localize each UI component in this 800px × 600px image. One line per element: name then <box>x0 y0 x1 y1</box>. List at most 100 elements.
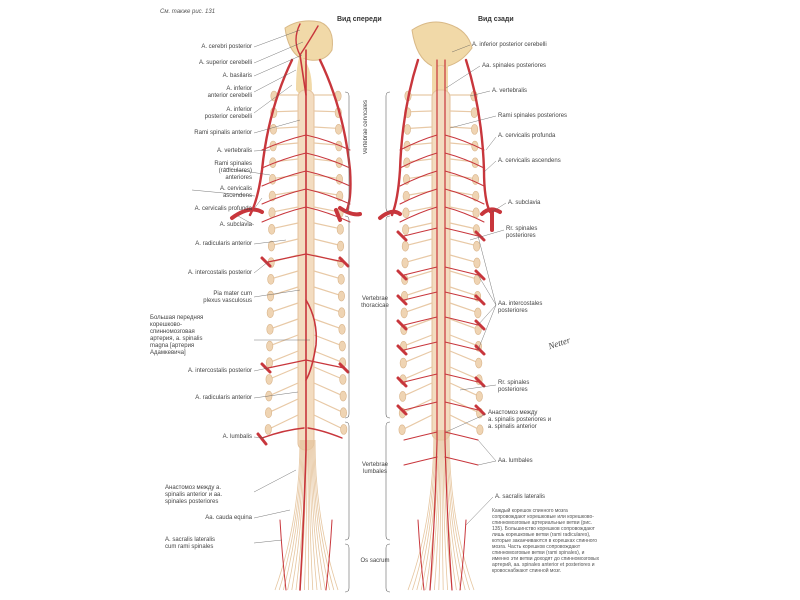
front-cauda-strand <box>308 439 314 591</box>
nerve-root-left <box>406 254 433 263</box>
leader-line-fan <box>477 235 497 306</box>
intercostal-back-stub-left <box>396 294 408 306</box>
label-vertebrae-lumbales: Vertebrae lumbales <box>361 462 389 475</box>
spinal-ganglion-left <box>268 224 276 235</box>
front-cauda-strand <box>312 439 330 591</box>
leader-line-right <box>469 229 505 241</box>
vertebra-brackets <box>344 91 391 593</box>
radicular-branch-back-right <box>444 188 485 205</box>
spinal-ganglion-left <box>403 124 411 135</box>
right-label-9: Aa. intercostales posteriores <box>498 301 543 314</box>
nerve-root-right <box>313 366 342 379</box>
nerve-root-left <box>405 350 433 363</box>
nerve-root-left <box>270 366 299 379</box>
right-label-1: A. inferior posterior cerebelli <box>472 42 547 48</box>
intercostal-back-right <box>444 373 479 383</box>
intercostal-back-stub-right <box>474 294 486 306</box>
back-cauda-strand <box>448 429 475 591</box>
leader-lines <box>191 29 507 544</box>
artery-of-adamkiewicz <box>305 299 318 381</box>
anterior-spinal-artery <box>299 49 307 591</box>
intercostal-back-left <box>403 373 438 383</box>
left-label-4: A. inferior anterior cerebelli <box>207 86 252 99</box>
spinal-ganglion-right <box>470 107 478 118</box>
spinal-ganglion-left <box>267 240 275 252</box>
intercostal-front-stub-left <box>260 256 272 268</box>
left-label-14: Pia mater cum plexus vasculosus <box>203 291 252 304</box>
spinal-ganglion-right <box>475 391 483 402</box>
spinal-ganglion-right <box>335 140 343 152</box>
front-cauda-strand <box>304 439 308 591</box>
bracket-thoracic-right <box>385 215 391 419</box>
spinal-ganglion-right <box>474 307 482 319</box>
intercostal-back-stub-left <box>396 376 408 388</box>
back-brainstem <box>411 21 473 95</box>
radicular-branch-back-left <box>399 206 438 223</box>
nerve-root-left <box>272 270 299 279</box>
spinal-ganglion-left <box>400 307 408 319</box>
radicular-branch-back-left <box>399 152 438 169</box>
spinal-ganglion-left <box>266 340 274 352</box>
nerve-root-left <box>275 110 299 113</box>
intercostal-back-stub-right <box>474 230 486 242</box>
radicular-branch-front-left <box>261 134 307 151</box>
figure-reference: См. также рис. 131 <box>160 9 216 15</box>
front-cauda-strand <box>283 439 303 591</box>
radicular-branch-back-left <box>399 170 438 187</box>
back-cauda-strand <box>412 429 436 591</box>
intercostal-front-left <box>267 359 307 369</box>
spinal-ganglion-right <box>337 240 345 252</box>
nerve-root-left <box>271 318 299 329</box>
spinal-ganglion-right <box>340 424 348 435</box>
left-label-7: A. vertebralis <box>216 148 252 154</box>
leader-line-left <box>253 119 301 134</box>
left-label-5: A. inferior posterior cerebelli <box>204 107 252 120</box>
back-cauda-strand <box>438 429 442 591</box>
nerve-root-left <box>275 126 299 129</box>
bracket-cervical-right <box>385 91 391 213</box>
intercostal-front-stub-left <box>260 362 272 374</box>
posterior-spinal-artery-right <box>444 59 453 591</box>
back-spinal-cord <box>431 89 451 441</box>
nerve-root-left <box>270 382 299 396</box>
nerve-root-left <box>407 222 433 230</box>
intercostal-back-right <box>444 291 479 301</box>
nerve-root-left <box>404 398 433 413</box>
intercostal-front-stub-right <box>338 256 350 268</box>
leader-line-right <box>445 65 481 89</box>
leader-line-left <box>191 189 256 197</box>
leader-line-fan <box>477 460 497 466</box>
radicular-branch-front-right <box>305 188 351 205</box>
spinal-ganglion-left <box>265 407 273 419</box>
explanatory-note: Каждый корешок спинного мозга сопровожда… <box>492 508 600 574</box>
spinal-ganglion-right <box>473 240 481 252</box>
leader-line-left <box>253 197 263 210</box>
spinal-ganglion-right <box>473 257 481 269</box>
right-label-11: Анастомоз между a. spinalis posteriores … <box>488 410 552 430</box>
nerve-root-left <box>409 110 433 113</box>
nerve-root-left <box>270 414 299 429</box>
nerve-root-left <box>405 318 433 330</box>
subclavian-front-left <box>230 207 264 220</box>
heading-back-view: Вид сзади <box>478 16 514 23</box>
intercostal-back-stub-right <box>474 404 486 416</box>
right-label-13: A. sacralis lateralis <box>495 494 546 500</box>
right-label-12: Aa. lumbales <box>498 458 533 464</box>
nerve-root-right <box>449 414 479 430</box>
leader-line-left <box>253 54 303 77</box>
nerve-root-right <box>313 142 337 146</box>
radicular-branch-back-right <box>444 170 485 187</box>
radicular-branch-front-left <box>261 152 307 169</box>
spinal-ganglion-right <box>335 124 343 135</box>
nerve-root-right <box>313 110 337 113</box>
intercostal-back-left <box>403 266 438 276</box>
front-cauda-strand <box>313 439 335 591</box>
spinal-ganglion-left <box>267 274 275 285</box>
intercostal-back-stub-left <box>396 344 408 356</box>
nerve-root-left <box>275 142 299 146</box>
leader-line-right <box>445 413 487 433</box>
lumbar-artery-back-right <box>444 456 479 466</box>
front-cauda-strand <box>287 439 304 591</box>
intercostal-back-left <box>403 401 438 411</box>
